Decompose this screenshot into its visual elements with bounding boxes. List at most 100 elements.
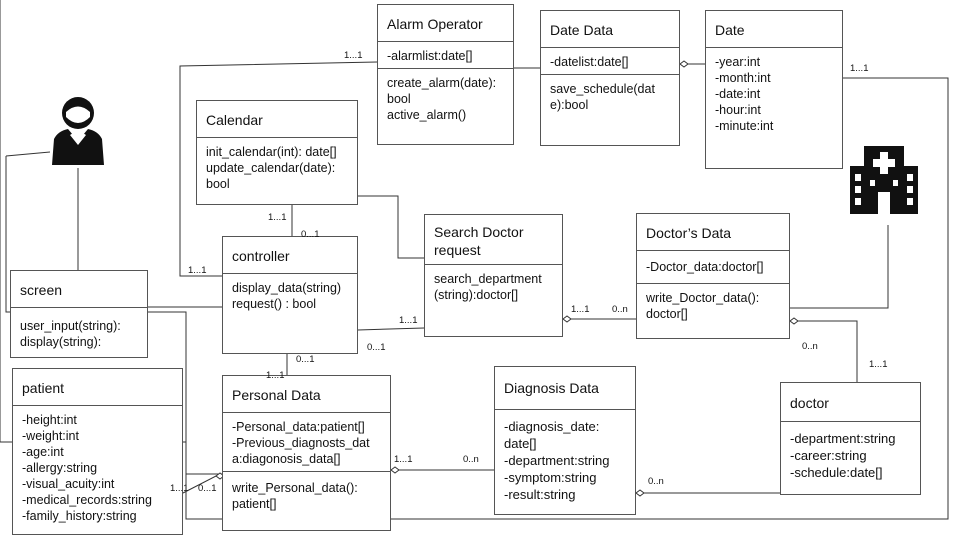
class-diagnosis-data: Diagnosis Data -diagnosis_date: date[] -… bbox=[494, 366, 636, 515]
method: user_input(string): bbox=[20, 319, 121, 333]
class-name: Diagnosis Data bbox=[495, 367, 635, 410]
method: create_alarm(date): bbox=[387, 76, 497, 90]
class-name: screen bbox=[11, 271, 147, 308]
class-doctors-data: Doctor’s Data -Doctor_data:doctor[] writ… bbox=[636, 213, 790, 339]
class-attributes: -datelist:date[] bbox=[541, 48, 679, 75]
method: bool bbox=[387, 92, 411, 106]
class-methods: init_calendar(int): date[] update_calend… bbox=[197, 138, 357, 196]
multiplicity-label: 1...1 bbox=[869, 359, 888, 370]
attribute: -allergy:string bbox=[22, 461, 98, 475]
attribute: -height:int bbox=[22, 413, 77, 427]
aggregation-diamond bbox=[789, 317, 799, 325]
class-attributes: -department:string -career:string -sched… bbox=[781, 422, 920, 485]
multiplicity-label: 0..n bbox=[463, 454, 479, 465]
aggregation-diamond bbox=[562, 315, 572, 323]
method: active_alarm() bbox=[387, 108, 467, 122]
user-avatar-icon bbox=[52, 97, 104, 165]
attribute: -career:string bbox=[790, 448, 867, 463]
class-attributes: -Doctor_data:doctor[] bbox=[637, 251, 789, 284]
class-methods: write_Personal_data(): patient[] bbox=[223, 472, 390, 516]
class-methods: display_data(string) request() : bool bbox=[223, 274, 357, 316]
class-name: Personal Data bbox=[223, 376, 390, 413]
attribute: a:diagonosis_data[] bbox=[232, 452, 341, 466]
attribute: -minute:int bbox=[715, 119, 774, 133]
method: doctor[] bbox=[646, 307, 688, 321]
class-personal-data: Personal Data -Personal_data:patient[] -… bbox=[222, 375, 391, 531]
method: bool bbox=[206, 177, 230, 191]
connector-alarm-controller bbox=[179, 61, 378, 277]
attribute: -department:string bbox=[790, 431, 896, 446]
class-methods: create_alarm(date): bool active_alarm() bbox=[378, 69, 513, 127]
method: write_Personal_data(): bbox=[232, 481, 358, 495]
class-name: Date Data bbox=[541, 11, 679, 48]
class-attributes: -Personal_data:patient[] -Previous_diagn… bbox=[223, 413, 390, 472]
class-name: Search Doctor request bbox=[425, 215, 562, 265]
method: (string):doctor[] bbox=[434, 288, 519, 302]
class-name: doctor bbox=[781, 383, 920, 422]
method: init_calendar(int): date[] bbox=[206, 145, 337, 159]
connector-screen-personal bbox=[5, 151, 230, 475]
class-name: Date bbox=[706, 11, 842, 48]
class-name: Calendar bbox=[197, 101, 357, 138]
multiplicity-label: 1...1 bbox=[268, 212, 287, 223]
connector-date-personaldata bbox=[0, 0, 949, 520]
method: save_schedule(dat bbox=[550, 82, 655, 96]
method: update_calendar(date): bbox=[206, 161, 336, 175]
attribute: -Personal_data:patient[] bbox=[232, 420, 365, 434]
class-calendar: Calendar init_calendar(int): date[] upda… bbox=[196, 100, 358, 205]
class-name: Alarm Operator bbox=[378, 5, 513, 42]
multiplicity-label: 1...1 bbox=[394, 454, 413, 465]
attribute: -schedule:date[] bbox=[790, 465, 883, 480]
class-methods: user_input(string): display(string): bbox=[11, 308, 147, 354]
attribute: -month:int bbox=[715, 71, 771, 85]
class-controller: controller display_data(string) request(… bbox=[222, 236, 358, 354]
class-name: patient bbox=[13, 369, 182, 406]
attribute: -family_history:string bbox=[22, 509, 137, 523]
attribute: -date:int bbox=[715, 87, 761, 101]
class-name-line: Search Doctor bbox=[434, 224, 524, 240]
attribute: -Doctor_data:doctor[] bbox=[646, 260, 764, 274]
multiplicity-label: 0...1 bbox=[301, 229, 320, 240]
class-date-data: Date Data -datelist:date[] save_schedule… bbox=[540, 10, 680, 146]
attribute: -symptom:string bbox=[504, 470, 597, 485]
method: request() : bool bbox=[232, 297, 317, 311]
class-methods: save_schedule(dat e):bool bbox=[541, 75, 679, 117]
method: display(string): bbox=[20, 335, 102, 349]
class-patient: patient -height:int -weight:int -age:int… bbox=[12, 368, 183, 535]
attribute: -medical_records:string bbox=[22, 493, 152, 507]
multiplicity-label: 1...1 bbox=[571, 304, 590, 315]
method: patient[] bbox=[232, 497, 277, 511]
multiplicity-label: 1...1 bbox=[344, 50, 363, 61]
aggregation-diamond bbox=[390, 466, 400, 474]
method: display_data(string) bbox=[232, 281, 342, 295]
method: write_Doctor_data(): bbox=[646, 291, 760, 305]
multiplicity-label: 0...1 bbox=[198, 483, 217, 494]
multiplicity-label: 1...1 bbox=[170, 483, 189, 494]
class-methods: search_department (string):doctor[] bbox=[425, 265, 562, 307]
class-attributes: -alarmlist:date[] bbox=[378, 42, 513, 69]
attribute: -department:string bbox=[504, 453, 610, 468]
class-screen: screen user_input(string): display(strin… bbox=[10, 270, 148, 358]
multiplicity-label: 1...1 bbox=[850, 63, 869, 74]
attribute: -year:int bbox=[715, 55, 761, 69]
class-date: Date -year:int -month:int -date:int -hou… bbox=[705, 10, 843, 169]
class-attributes: -diagnosis_date: date[] -department:stri… bbox=[495, 410, 635, 507]
multiplicity-label: 1...1 bbox=[188, 265, 207, 276]
connector-controller-search bbox=[357, 327, 425, 331]
attribute: -diagnosis_date: bbox=[504, 419, 600, 434]
class-attributes: -year:int -month:int -date:int -hour:int… bbox=[706, 48, 842, 138]
attribute: date[] bbox=[504, 436, 537, 451]
multiplicity-label: 0..n bbox=[612, 304, 628, 315]
hospital-building-icon bbox=[850, 146, 918, 214]
attribute: -visual_acuity:int bbox=[22, 477, 115, 491]
method: e):bool bbox=[550, 98, 589, 112]
class-alarm-operator: Alarm Operator -alarmlist:date[] create_… bbox=[377, 4, 514, 145]
multiplicity-label: 0..n bbox=[802, 341, 818, 352]
multiplicity-label: 0...1 bbox=[367, 342, 386, 353]
class-doctor: doctor -department:string -career:string… bbox=[780, 382, 921, 495]
class-methods: write_Doctor_data(): doctor[] bbox=[637, 284, 789, 326]
attribute: -hour:int bbox=[715, 103, 761, 117]
class-search-doctor-request: Search Doctor request search_department … bbox=[424, 214, 563, 337]
class-name: Doctor’s Data bbox=[637, 214, 789, 251]
